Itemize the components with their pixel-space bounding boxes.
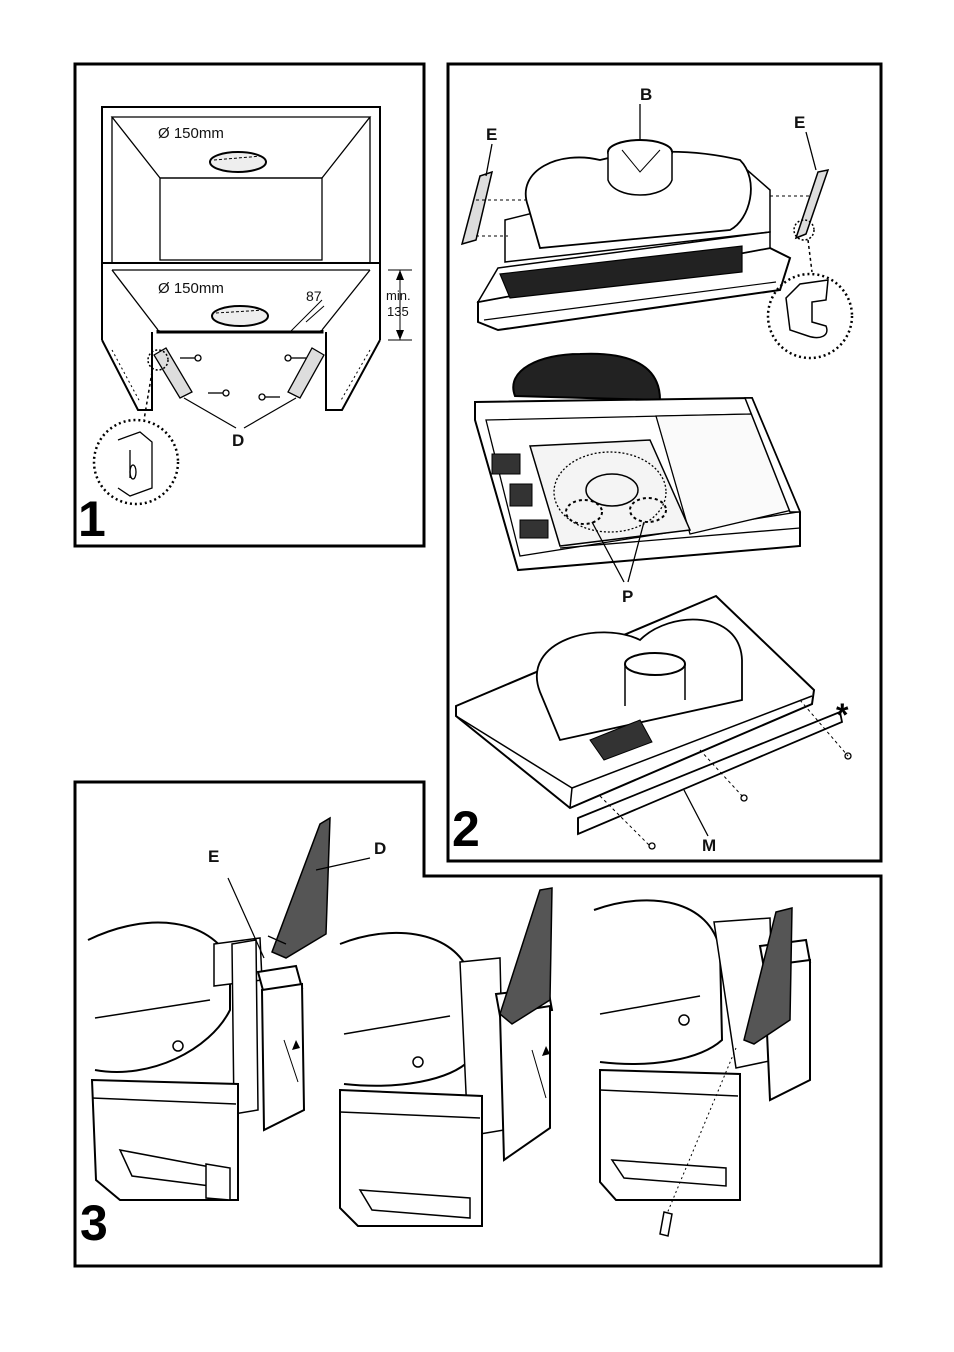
rail-m-label: M bbox=[702, 836, 716, 855]
dimension-87-label: 87 bbox=[306, 288, 322, 304]
step-3-illustration bbox=[594, 900, 810, 1236]
bracket-e-right bbox=[796, 170, 828, 238]
bracket-e-left-label: E bbox=[486, 125, 497, 144]
hood-underside-view bbox=[475, 354, 800, 582]
hood-opening-edge bbox=[158, 330, 322, 332]
screws bbox=[180, 355, 306, 400]
motor-housing-back bbox=[513, 354, 660, 400]
dimension-135-label: 135 bbox=[387, 304, 409, 319]
bracket-d-label: D bbox=[232, 431, 244, 450]
diameter-top-label: Ø 150mm bbox=[158, 125, 224, 142]
upper-cabinet-back bbox=[160, 178, 322, 260]
panel-1-number: 1 bbox=[78, 491, 106, 547]
rail-asterisk-label: * bbox=[836, 697, 849, 733]
dimension-min-label: min. bbox=[386, 288, 411, 303]
upper-duct-hole bbox=[210, 152, 266, 172]
control-switch bbox=[492, 454, 520, 474]
bracket-d-label-step: D bbox=[374, 839, 386, 858]
bracket-d-right bbox=[288, 348, 324, 398]
bracket-e-label: E bbox=[208, 847, 219, 866]
detail-magnifier bbox=[94, 420, 178, 504]
screw-step-3 bbox=[660, 1212, 672, 1236]
bracket-e-right-label: E bbox=[794, 113, 805, 132]
step-1-illustration bbox=[88, 818, 370, 1200]
hood-rail-view bbox=[456, 596, 851, 849]
bracket-e-left bbox=[462, 172, 492, 244]
diameter-mid-label: Ø 150mm bbox=[158, 280, 224, 297]
bracket-d-step-1 bbox=[272, 818, 330, 958]
bracket-d-step-2 bbox=[500, 888, 552, 1024]
hood-top-view bbox=[462, 104, 852, 358]
panel-1: Ø 150mm Ø 150mm 87 min. 135 D 1 bbox=[75, 64, 424, 547]
step-2-illustration bbox=[340, 888, 552, 1226]
bracket-d-left bbox=[154, 348, 192, 398]
duct-outlet-b-label: B bbox=[640, 85, 652, 104]
lower-duct-hole bbox=[212, 306, 268, 326]
screw-area-p-label: P bbox=[622, 587, 633, 606]
panel-2: B E E P M * 2 bbox=[448, 64, 881, 861]
panel-2-number: 2 bbox=[452, 801, 480, 857]
upper-cabinet bbox=[102, 107, 380, 263]
panel-3-number: 3 bbox=[80, 1195, 108, 1251]
cabinet-illustration bbox=[94, 107, 412, 504]
